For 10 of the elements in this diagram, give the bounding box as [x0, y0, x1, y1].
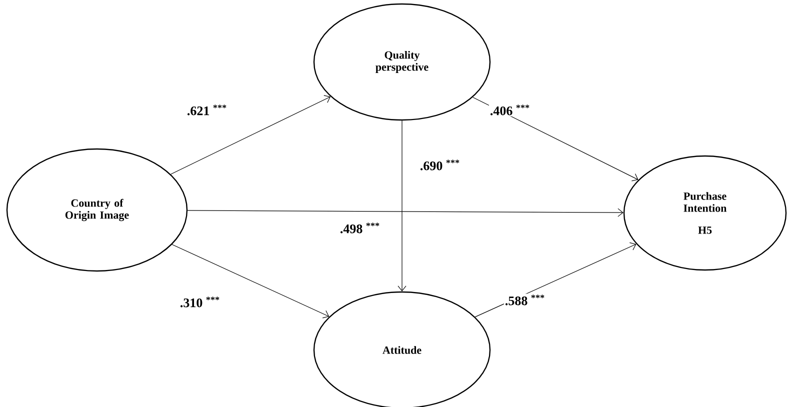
arrow: [398, 120, 406, 292]
arrow: [170, 95, 331, 175]
edge-label: .690 $^{***}$: [418, 158, 462, 172]
arrow: [187, 208, 624, 217]
edge-label: .498 $^{***}$: [338, 222, 382, 234]
edge-label: .621 $^{***}$: [186, 104, 228, 116]
edge-label: .588 $^{***}$: [504, 294, 546, 306]
arrow: [172, 244, 330, 318]
edge-label: .406 $^{***}$: [488, 104, 532, 116]
edge-label: .310 $^{***}$: [178, 296, 222, 308]
